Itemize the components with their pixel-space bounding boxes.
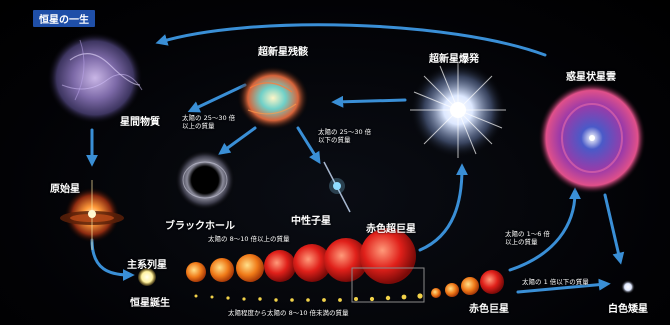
lifecycle-arrows [86,23,625,294]
label-protostar: 原始星 [50,184,80,195]
low-mass-star-track [194,293,423,302]
arrow-pn-to-interstellar [155,23,547,57]
note-whitedwarf-mass: 太陽の 1 倍以下の質量 [522,278,589,286]
arrow-giant-to-pn [508,187,581,272]
note-pn-mass: 太陽の 1〜6 倍 以上の質量 [505,230,550,246]
arrow-giant-to-whitedwarf [516,278,611,294]
label-main-sequence: 主系列星 [127,260,167,271]
arrow-supernova-to-remnant [331,95,407,108]
arrow-protostar-to-mainseq [90,238,135,281]
label-supernova: 超新星爆発 [429,54,479,65]
diagram-title: 恒星の一生 [33,10,95,27]
arrow-remnant-to-interstellar [187,83,247,113]
note-neutron-mass-line2: 以下の質量 [318,136,351,144]
black-hole-image [175,150,235,210]
arrow-remnant-to-neutronstar [296,126,321,165]
protostar-image [60,180,124,250]
label-interstellar-matter: 星間物質 [120,117,160,128]
note-pn-mass-line1: 太陽の 1〜6 倍 [505,230,550,238]
note-blackhole-mass-line1: 太陽の 25〜30 倍 [182,114,236,122]
label-white-dwarf: 白色矮星 [608,304,648,315]
label-supernova-remnant: 超新星残骸 [258,47,308,58]
note-pn-mass-line2: 以上の質量 [505,238,538,246]
supernova-burst-image [410,62,506,158]
arrow-supergiant-to-supernova [418,163,468,252]
arrow-remnant-to-blackhole [218,126,257,155]
arrow-pn-to-whitedwarf [603,193,625,265]
red-giant-track [431,270,504,298]
note-supergiant-mass: 太陽の 8〜10 倍以上の質量 [208,235,290,243]
planetary-nebula-image [538,82,646,194]
label-black-hole: ブラックホール [165,221,235,232]
note-neutron-mass-line1: 太陽の 25〜30 倍 [318,128,372,136]
note-blackhole-mass-line2: 以上の質量 [182,122,215,130]
label-planetary-nebula: 惑星状星雲 [566,72,616,83]
note-neutron-mass: 太陽の 25〜30 倍 以下の質量 [318,128,371,144]
note-blackhole-mass: 太陽の 25〜30 倍 以上の質量 [182,114,235,130]
label-red-supergiant: 赤色超巨星 [366,224,416,235]
white-dwarf-star [621,280,635,294]
label-neutron-star: 中性子星 [291,216,331,227]
main-sequence-star [138,268,156,286]
label-star-birth: 恒星誕生 [130,298,170,309]
high-mass-star-track [186,228,416,284]
note-low-mass: 太陽程度から太陽の 8〜10 倍未満の質量 [228,309,349,317]
neutron-star-image [323,161,351,213]
label-red-giant: 赤色巨星 [469,304,509,315]
highlight-box [351,267,425,303]
interstellar-cloud-image [47,32,143,124]
supernova-remnant-image [237,66,309,130]
